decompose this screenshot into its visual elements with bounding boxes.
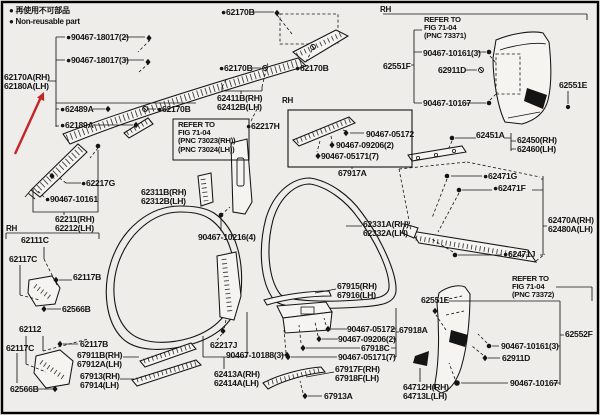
dashed-leader-lines: [19, 14, 546, 394]
front-scuff-plates-sketch: [131, 342, 202, 387]
rear-floor-side-panel-sketch: [401, 223, 538, 263]
front-cowl-trim-sketch: [27, 275, 74, 389]
belt-anchor-cover-sketch: [413, 351, 429, 366]
cowl-side-trim-top-right-sketch: [492, 31, 552, 125]
roof-side-rail-sketch: [62, 13, 350, 145]
b-pillar-upper-garnish-sketch: [197, 138, 253, 215]
rear-scuff-and-step-sketch: [262, 290, 333, 390]
red-pointer-arrow: [13, 92, 45, 155]
rear-quarter-trim-bottom-sketch: [413, 285, 471, 394]
b-pillar-lower-garnish-sketch: [216, 251, 242, 321]
rear-step-rail-sketch: [407, 145, 467, 162]
a-pillar-garnish-sketch: [24, 143, 88, 200]
rear-door-weatherstrip-sketch: [260, 177, 397, 309]
sill-plate-box-sketch: [287, 109, 413, 168]
refer-box: [172, 118, 250, 161]
fastener-dots: [95, 49, 571, 386]
leader-lines: [5, 11, 593, 397]
